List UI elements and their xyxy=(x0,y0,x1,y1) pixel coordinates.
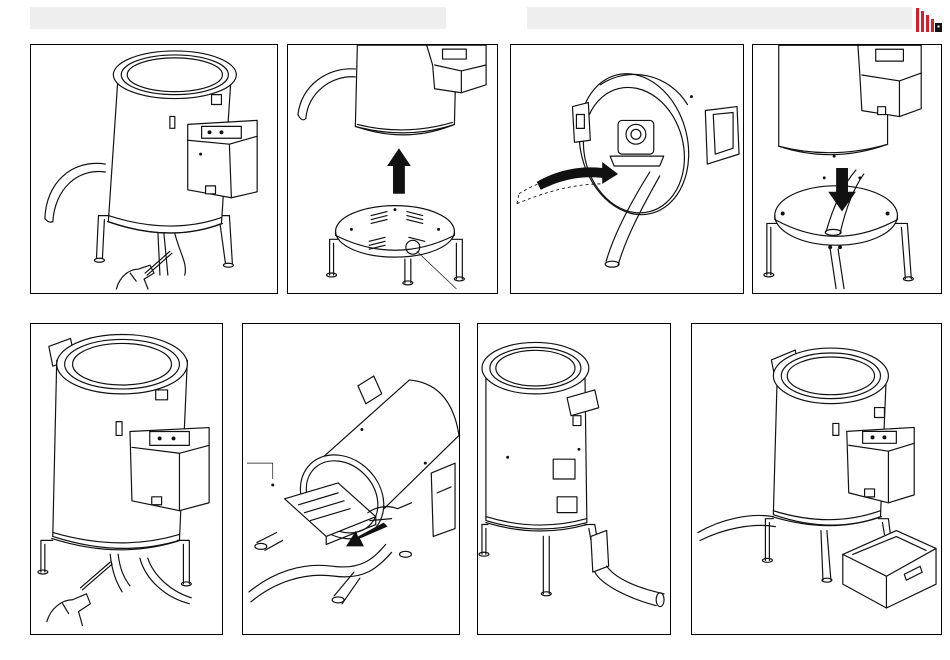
step-6-illustration xyxy=(243,324,459,634)
step-4-panel xyxy=(752,44,942,294)
header-bar-left xyxy=(30,7,446,29)
step-2-panel xyxy=(287,44,498,294)
step-5-illustration xyxy=(31,324,222,634)
step-6-panel xyxy=(242,323,460,635)
step-8-panel xyxy=(691,323,942,635)
step-3-panel xyxy=(510,44,744,294)
header-bar-right xyxy=(527,7,912,29)
step-3-illustration xyxy=(511,45,743,293)
step-1-panel xyxy=(30,44,278,294)
brand-logo-icon xyxy=(916,8,942,32)
step-4-illustration xyxy=(753,45,941,293)
step-1-illustration xyxy=(31,45,277,293)
step-2-illustration xyxy=(288,45,497,293)
step-7-illustration xyxy=(478,324,670,634)
step-5-panel xyxy=(30,323,223,635)
step-7-panel xyxy=(477,323,671,635)
step-8-illustration xyxy=(692,324,941,634)
